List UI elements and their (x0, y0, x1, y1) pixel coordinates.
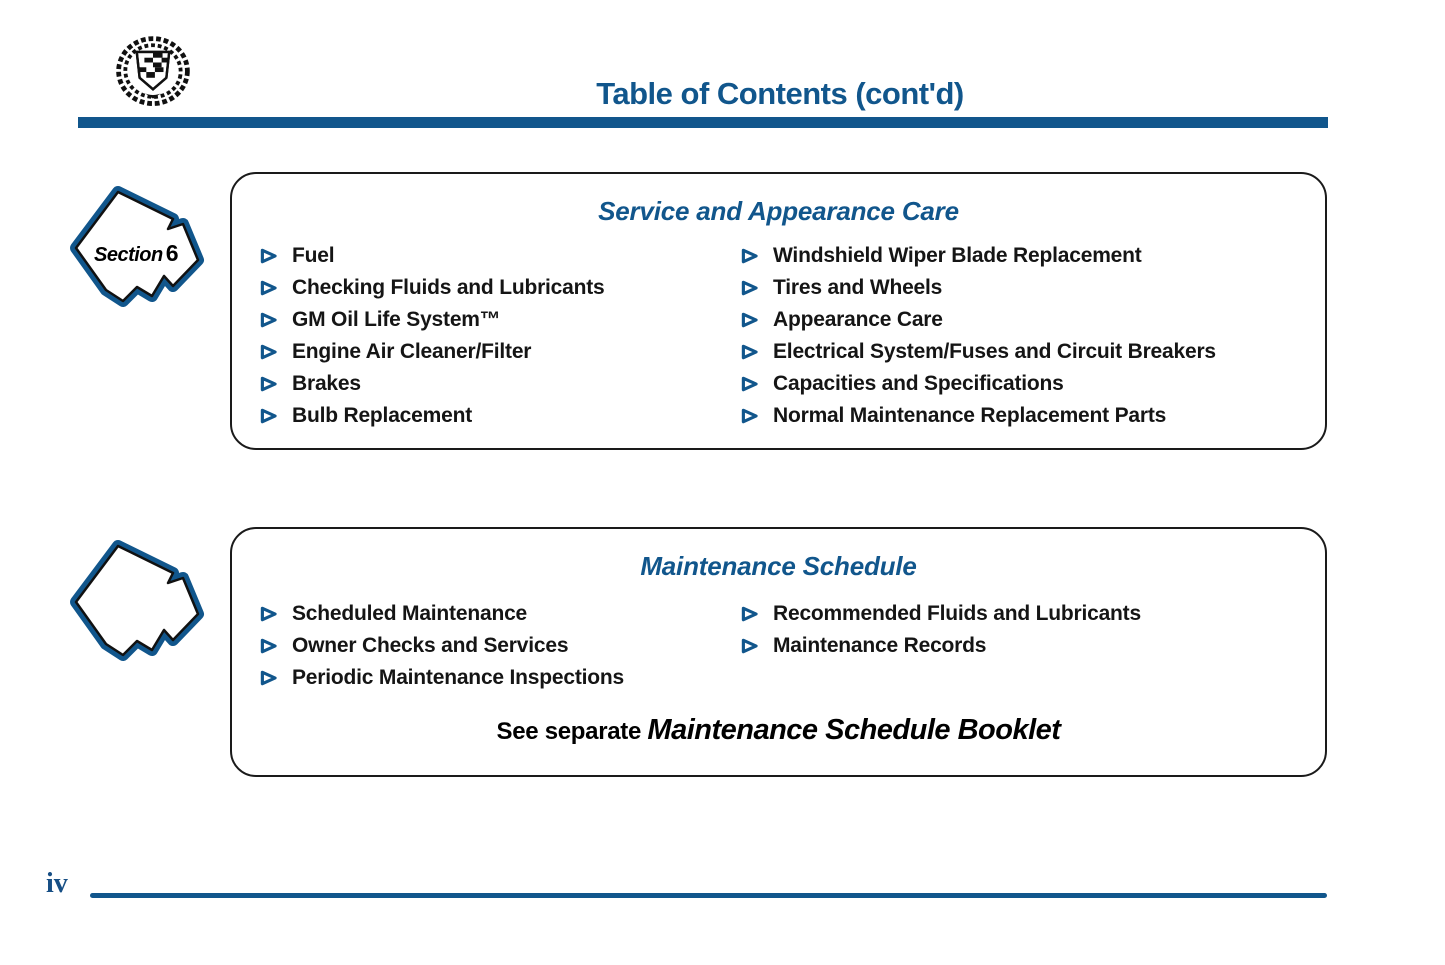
toc-item-label: Owner Checks and Services (292, 634, 569, 657)
hand-drawn-arrow-icon (70, 540, 204, 661)
triangle-right-icon (741, 280, 758, 296)
triangle-right-icon (741, 376, 758, 392)
toc-item-label: Bulb Replacement (292, 404, 473, 427)
toc-item: Brakes (258, 368, 605, 400)
toc-item-label: Normal Maintenance Replacement Parts (773, 404, 1167, 427)
section-title: Maintenance Schedule (640, 551, 917, 581)
triangle-right-icon (741, 638, 758, 654)
section-arrow-prefix: Section (94, 244, 163, 266)
toc-item: GM Oil Life System™ (258, 304, 605, 336)
toc-item: Appearance Care (739, 304, 1216, 336)
footer-rule (90, 893, 1327, 898)
toc-column-right: Windshield Wiper Blade Replacement Tires… (739, 240, 1216, 432)
triangle-right-icon (260, 312, 277, 328)
triangle-right-icon (741, 312, 758, 328)
triangle-right-icon (260, 670, 277, 686)
title-underline-bar (78, 117, 1328, 128)
service-appearance-care-box: Service and Appearance Care Fuel Checkin… (230, 172, 1327, 450)
triangle-right-icon (741, 344, 758, 360)
toc-item: Owner Checks and Services (258, 630, 624, 662)
toc-item-label: Electrical System/Fuses and Circuit Brea… (773, 340, 1216, 363)
toc-item-label: Periodic Maintenance Inspections (292, 666, 625, 689)
page-number: iv (46, 868, 68, 899)
toc-item-label: Appearance Care (773, 308, 943, 331)
section-arrow-number: 6 (165, 240, 179, 266)
toc-item: Electrical System/Fuses and Circuit Brea… (739, 336, 1216, 368)
toc-item: Periodic Maintenance Inspections (258, 662, 624, 694)
toc-column-left: Scheduled Maintenance Owner Checks and S… (258, 598, 624, 694)
toc-column-left: Fuel Checking Fluids and Lubricants GM O… (258, 240, 605, 432)
toc-item: Normal Maintenance Replacement Parts (739, 400, 1216, 432)
toc-item: Recommended Fluids and Lubricants (739, 598, 1141, 630)
booklet-note-title: Maintenance Schedule Booklet (647, 714, 1061, 746)
toc-item: Capacities and Specifications (739, 368, 1216, 400)
toc-item-label: Checking Fluids and Lubricants (292, 276, 605, 299)
toc-item-label: Scheduled Maintenance (292, 602, 528, 625)
toc-item-label: Brakes (292, 372, 361, 395)
toc-item: Checking Fluids and Lubricants (258, 272, 605, 304)
toc-item-label: Maintenance Records (773, 634, 987, 657)
toc-item: Tires and Wheels (739, 272, 1216, 304)
toc-item: Engine Air Cleaner/Filter (258, 336, 605, 368)
toc-column-right: Recommended Fluids and Lubricants Mainte… (739, 598, 1141, 662)
toc-item: Windshield Wiper Blade Replacement (739, 240, 1216, 272)
triangle-right-icon (741, 408, 758, 424)
toc-item: Scheduled Maintenance (258, 598, 624, 630)
maintenance-arrow-badge (66, 536, 208, 672)
toc-item-label: GM Oil Life System™ (292, 308, 501, 331)
toc-item-label: Fuel (292, 244, 335, 267)
page-title: Table of Contents (cont'd) (596, 76, 964, 111)
separate-booklet-note: See separate Maintenance Schedule Bookle… (232, 714, 1325, 747)
toc-item-label: Recommended Fluids and Lubricants (773, 602, 1141, 625)
triangle-right-icon (260, 638, 277, 654)
toc-item: Fuel (258, 240, 605, 272)
triangle-right-icon (741, 606, 758, 622)
section-title: Service and Appearance Care (598, 196, 959, 226)
booklet-note-prefix: See separate (496, 718, 648, 745)
maintenance-schedule-box: Maintenance Schedule Scheduled Maintenan… (230, 527, 1327, 777)
triangle-right-icon (741, 248, 758, 264)
cadillac-crest-logo (110, 30, 196, 112)
triangle-right-icon (260, 280, 277, 296)
triangle-right-icon (260, 344, 277, 360)
toc-item-label: Engine Air Cleaner/Filter (292, 340, 532, 363)
triangle-right-icon (260, 376, 277, 392)
toc-item: Bulb Replacement (258, 400, 605, 432)
hand-drawn-arrow-icon (70, 186, 204, 307)
toc-item-label: Capacities and Specifications (773, 372, 1064, 395)
toc-item: Maintenance Records (739, 630, 1141, 662)
toc-item-label: Tires and Wheels (773, 276, 943, 299)
toc-item-label: Windshield Wiper Blade Replacement (773, 244, 1142, 267)
triangle-right-icon (260, 248, 277, 264)
triangle-right-icon (260, 408, 277, 424)
triangle-right-icon (260, 606, 277, 622)
